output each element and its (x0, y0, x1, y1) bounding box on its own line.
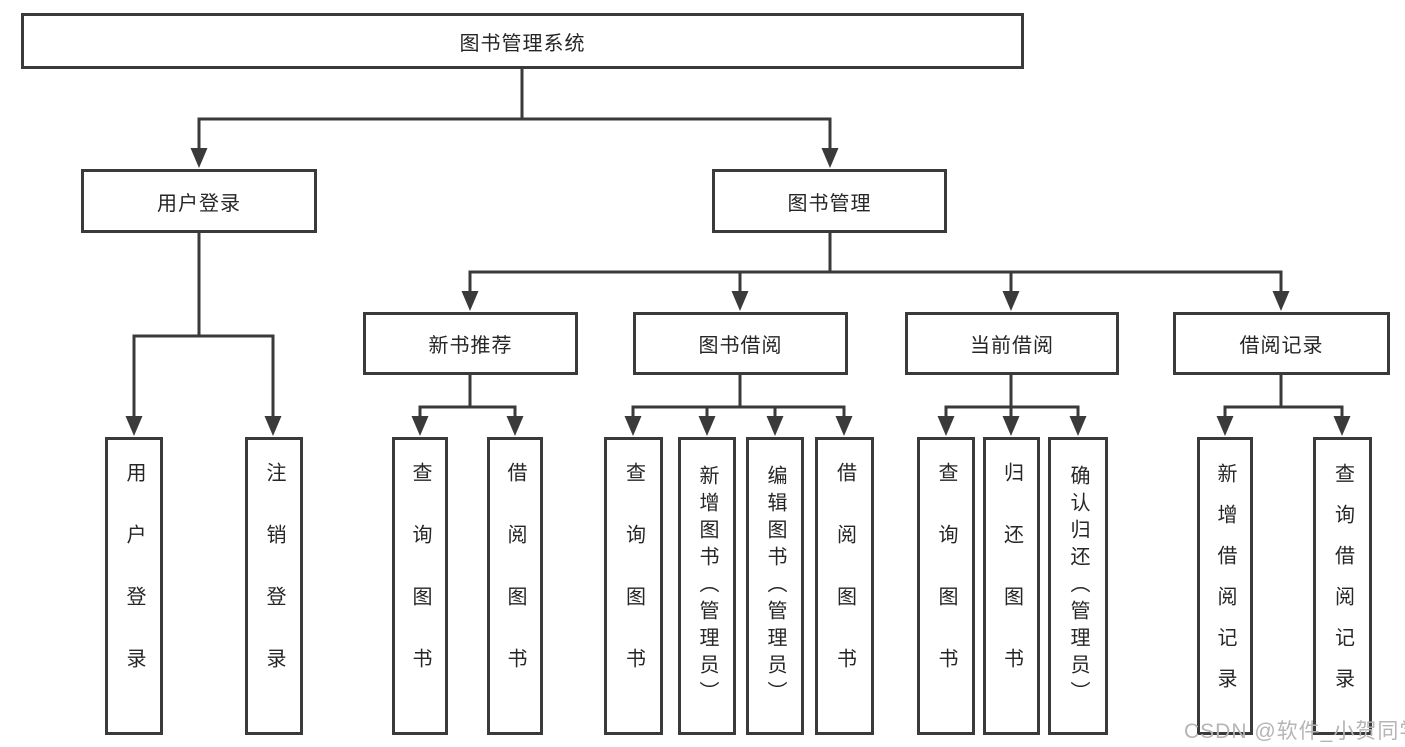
leaf-borrow-books-1-label: 借阅图书 (504, 462, 526, 710)
node-new-book-recommend-label: 新书推荐 (428, 335, 513, 357)
leaf-borrow-books-2: 借阅图书 (815, 437, 874, 735)
leaf-query-books-2: 查询图书 (604, 437, 663, 735)
node-book-borrowing: 图书借阅 (633, 312, 848, 375)
leaf-query-borrow-record: 查询借阅记录 (1313, 437, 1372, 735)
leaf-borrow-books-1: 借阅图书 (487, 437, 543, 735)
leaf-query-books-3-label: 查询图书 (935, 462, 957, 710)
node-borrowing-records: 借阅记录 (1173, 312, 1390, 375)
leaf-logout: 注销登录 (245, 437, 303, 735)
leaf-borrow-books-2-label: 借阅图书 (833, 462, 856, 710)
node-book-management-label: 图书管理 (787, 192, 872, 215)
node-user-login-label: 用户登录 (157, 192, 241, 215)
node-book-management: 图书管理 (712, 169, 947, 233)
leaf-logout-label: 注销登录 (263, 462, 285, 710)
leaf-query-books-1: 查询图书 (392, 437, 448, 735)
node-book-borrowing-label: 图书借阅 (698, 335, 783, 357)
leaf-add-book-admin-label: 新增图书（管理员） (696, 464, 718, 708)
leaf-add-borrow-record: 新增借阅记录 (1197, 437, 1253, 735)
leaf-user-login-label: 用户登录 (123, 462, 145, 710)
leaf-confirm-return-admin-label: 确认归还（管理员） (1067, 464, 1089, 708)
node-new-book-recommend: 新书推荐 (363, 312, 578, 375)
arrowheads (125, 148, 1351, 436)
leaf-add-borrow-record-label: 新增借阅记录 (1214, 463, 1236, 709)
leaf-confirm-return-admin: 确认归还（管理员） (1048, 437, 1108, 735)
leaf-query-books-1-label: 查询图书 (409, 462, 431, 710)
leaf-return-book: 归还图书 (983, 437, 1040, 735)
node-library-system-label: 图书管理系统 (459, 32, 586, 55)
leaf-query-books-3: 查询图书 (917, 437, 975, 735)
leaf-return-book-label: 归还图书 (1000, 462, 1023, 710)
node-user-login: 用户登录 (81, 169, 317, 233)
leaf-add-book-admin: 新增图书（管理员） (678, 437, 736, 735)
node-borrowing-records-label: 借阅记录 (1239, 335, 1324, 357)
leaf-user-login: 用户登录 (105, 437, 163, 735)
leaf-edit-book-admin-label: 编辑图书（管理员） (764, 464, 786, 708)
node-current-borrowing-label: 当前借阅 (970, 335, 1054, 357)
leaf-query-borrow-record-label: 查询借阅记录 (1331, 463, 1354, 709)
node-current-borrowing: 当前借阅 (905, 312, 1119, 375)
leaf-query-books-2-label: 查询图书 (622, 462, 645, 710)
csdn-watermark: CSDN @软件_小贺同学 (1184, 720, 1405, 743)
node-library-system: 图书管理系统 (21, 13, 1024, 69)
leaf-edit-book-admin: 编辑图书（管理员） (746, 437, 804, 735)
